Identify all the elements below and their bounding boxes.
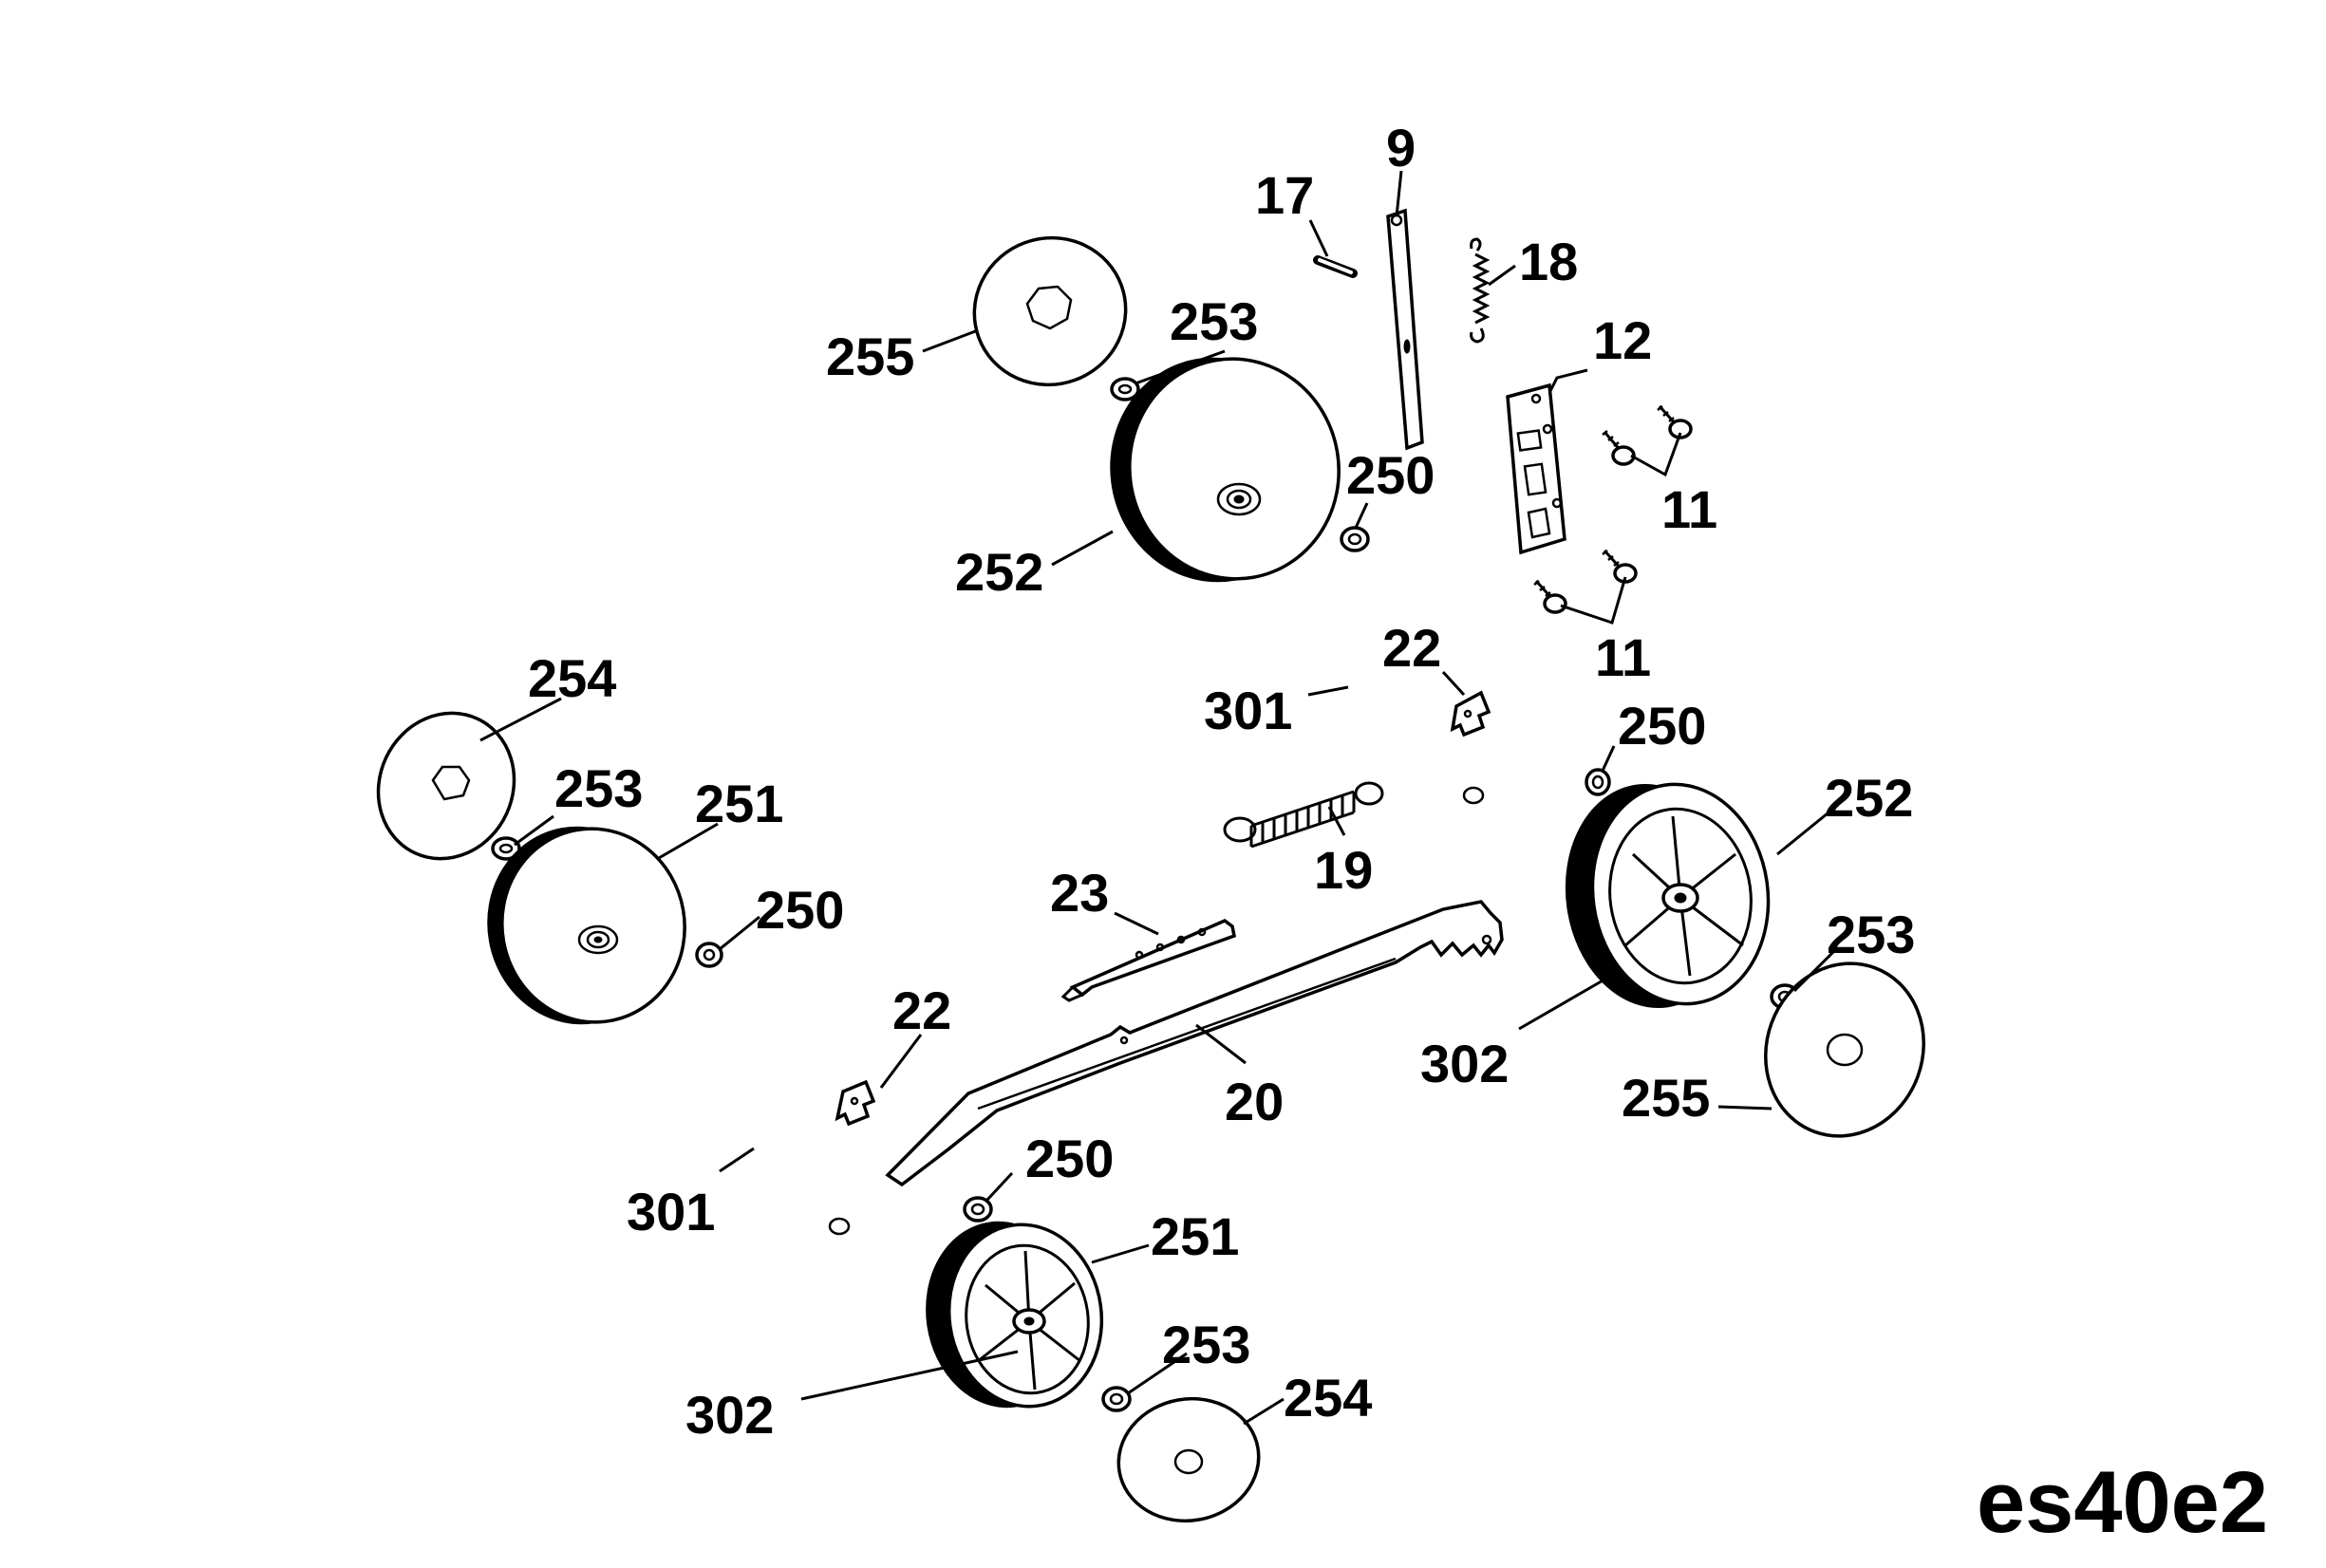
clip-22-lower xyxy=(835,1079,876,1127)
screw-11-a xyxy=(1602,430,1636,466)
label-11-upper: 11 xyxy=(1661,479,1717,539)
wheel-252-right xyxy=(1565,782,1771,1009)
label-253-top: 253 xyxy=(1170,291,1258,351)
wheel-252-top xyxy=(1110,357,1341,583)
clip-22-upper xyxy=(1450,690,1491,737)
lock-washer-253-top xyxy=(1110,377,1140,401)
wheel-251-left xyxy=(487,826,686,1025)
label-250-top: 250 xyxy=(1346,445,1435,505)
lock-washer-253-lower xyxy=(1101,1386,1132,1412)
label-255-top: 255 xyxy=(826,327,914,386)
label-20: 20 xyxy=(1225,1072,1284,1131)
label-22-upper: 22 xyxy=(1382,618,1441,678)
axle-301-right xyxy=(1315,568,1566,841)
label-252-right: 252 xyxy=(1825,768,1913,828)
label-253-lower: 253 xyxy=(1162,1315,1250,1374)
washer-250-left xyxy=(695,942,723,968)
screw-11-b xyxy=(1657,404,1693,439)
label-254-lower: 254 xyxy=(1284,1368,1372,1428)
label-250-left: 250 xyxy=(756,880,844,940)
washer-250-top xyxy=(1340,526,1370,552)
wheel-251-lower xyxy=(926,1221,1104,1409)
axle-301-left xyxy=(677,997,938,1280)
label-250-lower: 250 xyxy=(1025,1129,1114,1188)
label-19: 19 xyxy=(1314,840,1373,900)
hub-cap-254-left xyxy=(376,711,516,861)
bracket-23 xyxy=(1060,918,1237,1002)
label-302-lower: 302 xyxy=(685,1385,774,1445)
label-23: 23 xyxy=(1050,863,1109,923)
bracket-plate-12 xyxy=(1506,383,1566,555)
label-255-right: 255 xyxy=(1622,1068,1710,1128)
lever-20 xyxy=(885,900,1504,1187)
screw-11-d xyxy=(1602,549,1638,584)
label-250-right: 250 xyxy=(1618,696,1706,756)
label-251-left: 251 xyxy=(695,774,783,833)
diagram-code: es40e2 xyxy=(1977,1454,2268,1551)
label-12: 12 xyxy=(1593,310,1652,370)
label-18: 18 xyxy=(1519,232,1578,291)
lock-washer-253-left xyxy=(491,836,521,861)
washer-250-lower xyxy=(963,1196,993,1223)
label-301-left: 301 xyxy=(627,1182,715,1241)
label-251-lower: 251 xyxy=(1151,1206,1239,1266)
label-253-left: 253 xyxy=(554,758,643,818)
screw-11-c xyxy=(1533,579,1567,614)
label-17: 17 xyxy=(1255,165,1314,225)
spring-18 xyxy=(1470,237,1491,344)
pin-17 xyxy=(1313,255,1358,278)
washer-250-right xyxy=(1585,768,1611,796)
hub-cap-255-top xyxy=(972,235,1128,387)
label-11-lower: 11 xyxy=(1595,627,1651,687)
label-9: 9 xyxy=(1386,118,1416,177)
tension-spring-19 xyxy=(1223,781,1384,849)
label-302-right: 302 xyxy=(1420,1034,1509,1093)
label-22-lower: 22 xyxy=(892,980,951,1040)
label-252-top: 252 xyxy=(955,542,1043,602)
hub-cap-255-right xyxy=(1764,961,1925,1138)
leader-lines xyxy=(479,170,1839,1426)
hub-cap-254-lower xyxy=(1116,1396,1261,1523)
label-254-left: 254 xyxy=(528,648,616,708)
label-301-right: 301 xyxy=(1204,681,1292,740)
label-253-right: 253 xyxy=(1827,905,1915,964)
